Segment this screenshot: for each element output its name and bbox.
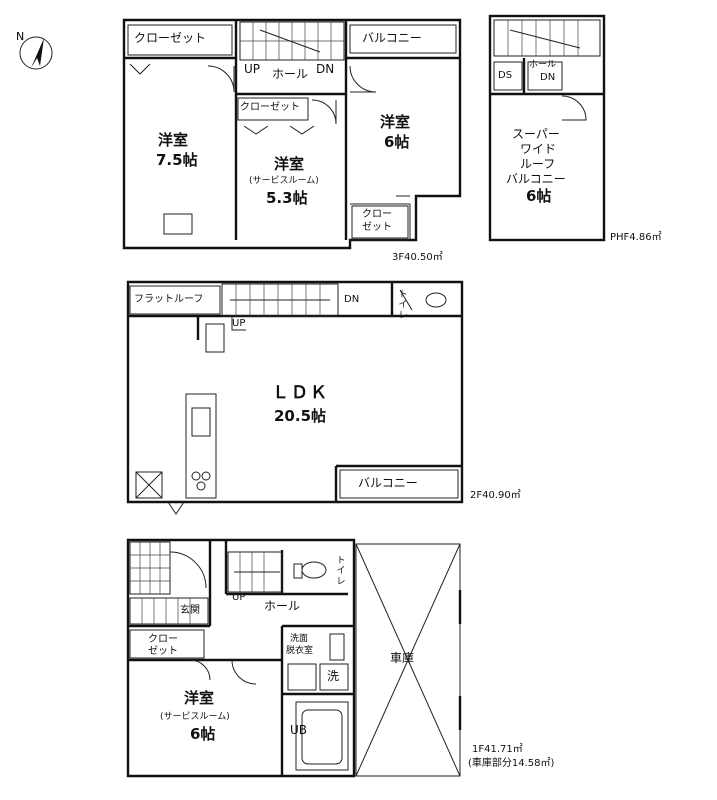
floor1-entrance-tiles: [129, 541, 209, 625]
north-arrow-icon: N: [16, 30, 53, 70]
floor3-room1-name: 洋室: [158, 131, 189, 149]
floor1-wash-line1: 洗面: [290, 634, 309, 644]
floor3-room3-name: 洋室: [380, 113, 411, 131]
ph-roof-size: 6帖: [526, 187, 552, 205]
ph-dn-label: DN: [540, 72, 556, 83]
floor3-room3-size: 6帖: [384, 133, 410, 151]
floor2-ldk-size: 20.5帖: [274, 407, 327, 425]
floor3-closet-b-line1: クロー: [362, 209, 392, 220]
floor1-garage-area: (車庫部分14.58㎡): [468, 758, 555, 769]
floor3-room1-size: 7.5帖: [156, 151, 198, 169]
floor1-room-name: 洋室: [184, 689, 215, 707]
floor1-closet-line2: ゼット: [148, 646, 178, 657]
floor1-entrance-label: 玄関: [180, 605, 200, 616]
floor3-stairs: [239, 21, 345, 61]
floor1-up-label: UP: [232, 592, 246, 603]
floor1-washer-label: 洗: [327, 669, 340, 683]
floor3-room2-name: 洋室: [274, 155, 305, 173]
floor1-room-note: (サービスルーム): [160, 712, 230, 722]
floor2-toilet-label: トイレ: [398, 290, 408, 321]
floor1-garage: [355, 543, 462, 777]
floor3-walls: [122, 18, 462, 250]
floor3-closet-b-line2: ゼット: [362, 222, 392, 233]
floor3-room2-closet: クローゼット: [240, 102, 300, 113]
svg-text:N: N: [16, 30, 24, 43]
ph-area: PHF4.86㎡: [610, 232, 662, 243]
floor2-area: 2F40.90㎡: [470, 490, 521, 501]
floor3-room2-note: (サービスルーム): [249, 176, 319, 186]
floor2-flat-roof-label: フラットルーフ: [134, 294, 204, 305]
floor3-hall-label: ホール: [272, 67, 309, 81]
floor3-closet-label: クローゼット: [134, 31, 207, 45]
floor1-walls: [126, 538, 356, 778]
floor1-closet-line1: クロー: [148, 634, 178, 645]
ph-roof-line1: スーパー: [512, 127, 560, 141]
floor3-balcony-label: バルコニー: [362, 31, 422, 45]
ph-hall-label: ホール: [529, 60, 557, 70]
floor3-area: 3F40.50㎡: [392, 252, 443, 263]
floor1-hall-label: ホール: [264, 599, 301, 613]
floor2-kitchen: [135, 323, 225, 515]
floor1-toilet-label: トイレ: [336, 556, 346, 587]
penthouse-stairs: [493, 19, 601, 121]
floor2-toilet-fixture: [399, 289, 447, 311]
floor2-stairs: [221, 283, 339, 331]
ph-roof-line4: バルコニー: [506, 172, 566, 186]
floor1-area: 1F41.71㎡: [472, 744, 523, 755]
floor2-balcony-label: バルコニー: [358, 476, 418, 490]
floor1-room-size: 6帖: [190, 725, 216, 743]
floor3-dn-label: DN: [316, 62, 335, 76]
ph-ds-label: DS: [498, 70, 513, 81]
floor2-ldk-label: ＬＤＫ: [272, 383, 329, 403]
floor1-fixtures: [189, 561, 349, 771]
floor1-ub-label: UB: [290, 723, 308, 737]
ph-roof-line2: ワイド: [520, 142, 557, 156]
floor1-garage-label: 車庫: [390, 651, 415, 665]
aircon-unit-icon: [163, 213, 193, 235]
floor1-stairs: [227, 551, 283, 593]
floor2-up-label: UP: [232, 318, 246, 329]
floor1-wash-line2: 脱衣室: [286, 646, 314, 656]
ph-roof-line3: ルーフ: [520, 157, 556, 171]
floor3-doors: [129, 63, 410, 197]
floor2-dn-label: DN: [344, 294, 360, 305]
floor3-room2-size: 5.3帖: [266, 189, 308, 207]
penthouse-walls: [488, 14, 606, 242]
floor3-up-label: UP: [244, 62, 261, 76]
